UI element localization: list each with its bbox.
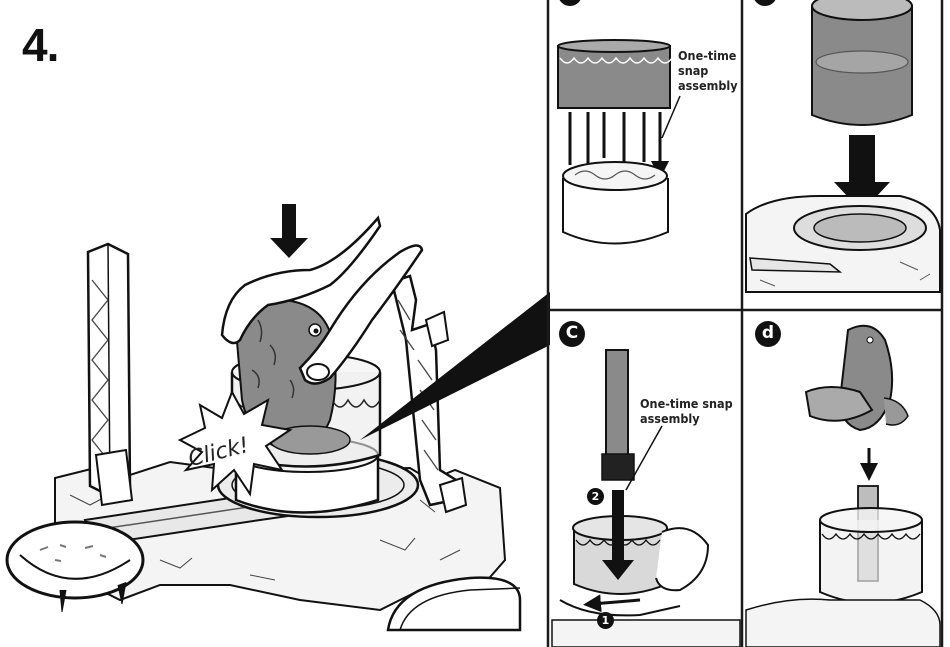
panel-b-illustration — [746, 0, 940, 292]
panel-a-callout: One-time snap assembly — [678, 48, 738, 93]
main-scene — [7, 204, 550, 630]
panel-c-step-2-badge: 2 — [587, 488, 604, 505]
panel-c-illustration — [552, 350, 740, 647]
press-down-arrow — [270, 204, 308, 258]
panel-c-callout: One-time snap assembly — [640, 396, 733, 426]
step-number: 4. — [22, 18, 58, 72]
left-tower — [88, 244, 132, 505]
panel-d-label: d — [755, 321, 781, 347]
panel-a-illustration — [558, 40, 680, 244]
panel-c-step-1-badge: 1 — [597, 612, 614, 629]
zoom-wedge — [360, 292, 550, 440]
panel-d-illustration — [746, 326, 940, 647]
panel-c-label: C — [559, 321, 585, 347]
